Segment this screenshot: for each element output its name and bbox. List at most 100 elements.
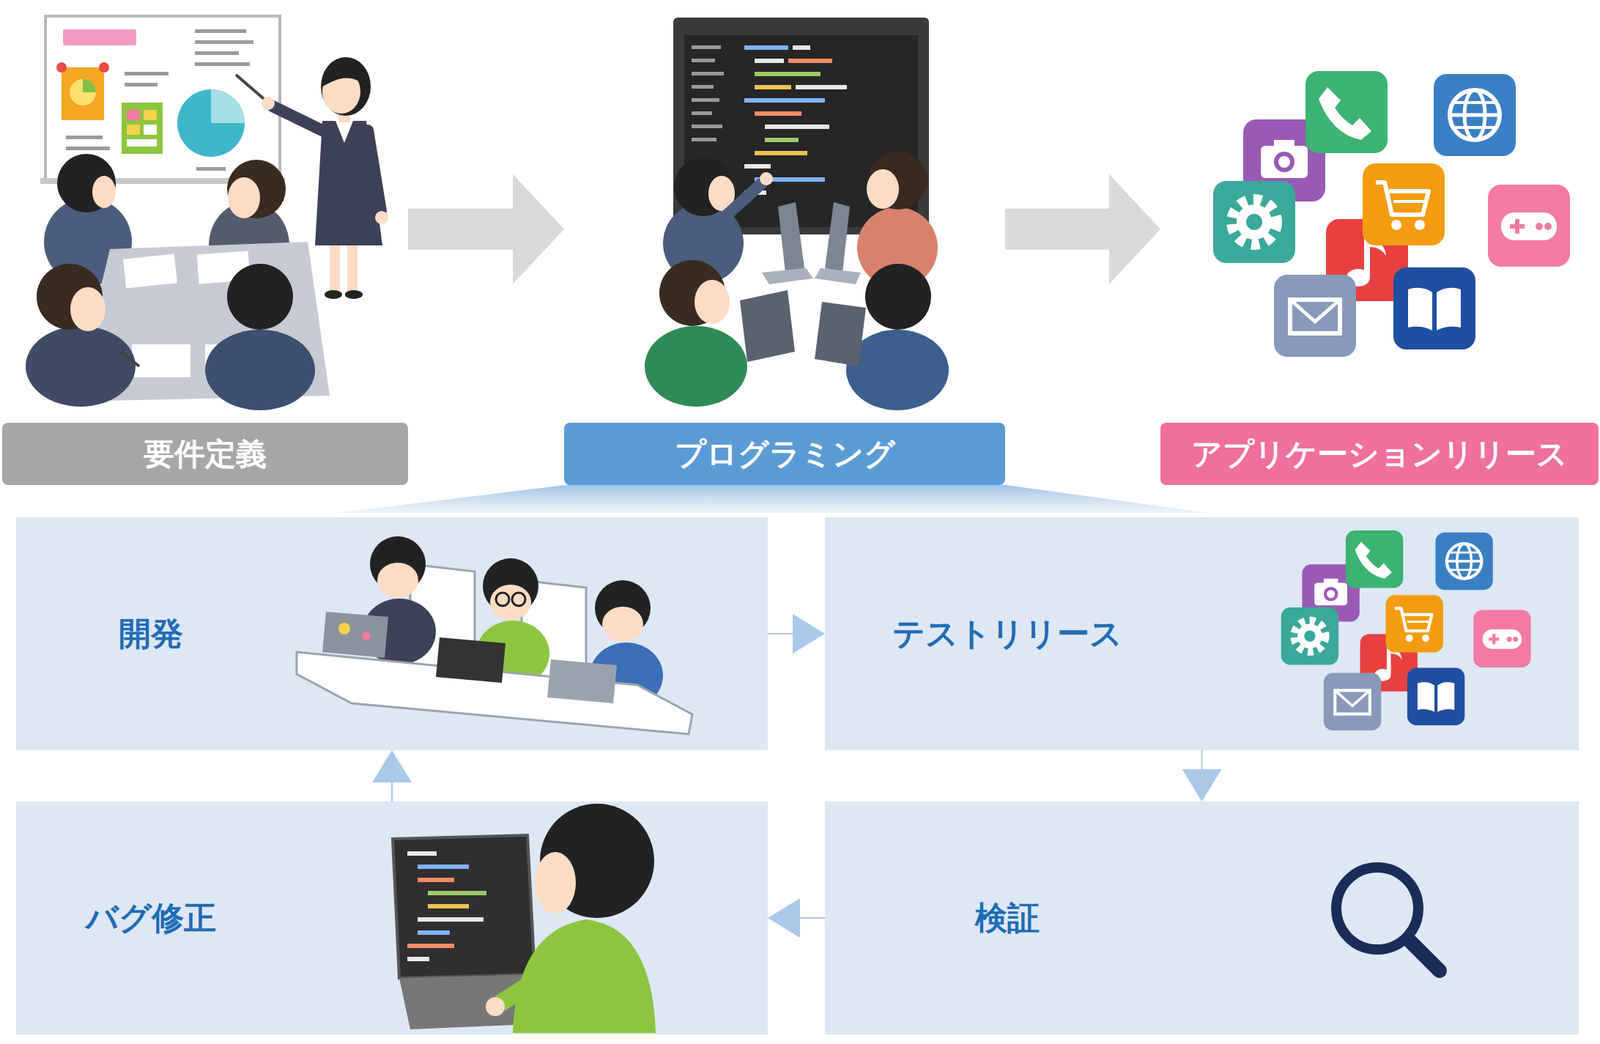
team-illustration-part: [754, 177, 825, 182]
team-illustration-part: [824, 202, 850, 273]
meeting-illustration-part: [131, 344, 191, 378]
team-illustration-part: [673, 157, 733, 217]
meeting-illustration-part: [272, 106, 329, 134]
team-illustration-part: [754, 150, 808, 156]
meeting-illustration-part: [322, 58, 367, 88]
meeting-illustration-part: [197, 251, 251, 285]
team-illustration-part-part: [691, 84, 714, 89]
stage-box: アプリケーションリリース: [1160, 14, 1599, 485]
team-illustration-part-part: [691, 45, 721, 50]
meeting-illustration-part: [210, 89, 245, 124]
team-illustration-part: [764, 137, 799, 143]
meeting-illustration-part: [143, 109, 157, 121]
text-slot: バグ修正: [85, 896, 217, 940]
meeting-illustration-part: [56, 62, 67, 73]
team-illustration-part: [673, 17, 929, 235]
meeting-illustration-part-part: [196, 167, 226, 171]
flow-arrow: [800, 917, 825, 919]
process-box: 検証: [824, 801, 1579, 1035]
meeting-illustration-part: [73, 241, 330, 402]
team-illustration-part: [866, 169, 899, 209]
team-illustration-part: [744, 98, 825, 103]
meeting-illustration-part: [338, 106, 351, 123]
meeting-illustration-part-part: [124, 82, 158, 87]
team-illustration-part: [694, 279, 730, 324]
team-illustration-part: [754, 58, 784, 64]
meeting-illustration-part: [126, 139, 157, 147]
label-pill: プログラミング: [564, 422, 1006, 485]
team-illustration-part: [857, 207, 938, 288]
team-illustration-part: [663, 202, 744, 284]
meeting-illustration-part: [45, 16, 280, 181]
meeting-illustration-part: [322, 69, 361, 114]
meeting-illustration-part-part: [65, 135, 103, 140]
meeting-illustration-part: [70, 287, 106, 332]
team-illustration-part: [754, 84, 792, 90]
flow-arrow: [767, 632, 793, 635]
label-pill: 要件定義: [2, 422, 409, 485]
text-slot: 開発: [118, 612, 184, 656]
team-illustration-part-part: [691, 124, 723, 129]
team-illustration-part: [759, 172, 773, 186]
label-pill: アプリケーションリリース: [1160, 422, 1599, 485]
meeting-illustration-part: [320, 57, 371, 116]
meeting-illustration-part: [126, 124, 140, 135]
meeting-illustration-part: [92, 175, 116, 209]
step-label: 検証: [975, 896, 1040, 940]
meeting-illustration-part: [121, 102, 163, 154]
meeting-illustration-part: [65, 29, 254, 171]
team-illustration-part: [795, 84, 847, 90]
process-box: バグ修正: [16, 801, 768, 1035]
step-label: バグ修正: [85, 896, 217, 940]
team-illustration-part-part: [691, 98, 720, 102]
team-illustration-part: [754, 111, 802, 116]
step-label: テストリリース: [892, 612, 1123, 656]
meeting-illustration-part: [261, 96, 275, 110]
team-illustration-part: [846, 329, 949, 411]
team-illustration-part: [868, 150, 928, 210]
process-box: テストリリース: [824, 517, 1579, 751]
team-illustration-part: [721, 183, 762, 220]
meeting-illustration-part: [345, 290, 363, 299]
team-illustration-part: [691, 45, 724, 142]
team-illustration-part: [744, 190, 767, 195]
team-illustration-part: [754, 71, 821, 77]
flow-arrow: [408, 208, 513, 250]
meeting-illustration-part-part: [194, 62, 250, 66]
meeting-illustration-part-part: [194, 29, 247, 33]
meeting-illustration-part: [375, 210, 389, 225]
team-illustration-part: [659, 260, 726, 327]
meeting-illustration-part-part: [194, 40, 254, 44]
meeting-illustration-part: [63, 29, 137, 46]
team-illustration-part: [778, 202, 805, 273]
stage-box: 要件定義: [2, 14, 409, 485]
team-illustration-part: [644, 326, 748, 407]
meeting-illustration-part: [205, 344, 264, 378]
expand-band: [336, 484, 1209, 513]
flow-arrow: [391, 782, 393, 802]
team-illustration-part: [744, 45, 789, 50]
flow-arrow: [1201, 750, 1203, 770]
meeting-illustration-part: [208, 201, 290, 290]
team-illustration-part: [792, 45, 811, 50]
meeting-illustration-part: [40, 178, 285, 184]
stage-label: アプリケーションリリース: [1191, 433, 1568, 475]
meeting-illustration-part-part: [194, 51, 239, 55]
team-illustration-part: [684, 35, 918, 228]
meeting-illustration-part: [227, 263, 294, 330]
meeting-illustration-part: [61, 67, 105, 121]
team-illustration-part: [761, 268, 814, 285]
text-slot: 検証: [975, 896, 1040, 940]
meeting-illustration-part: [235, 74, 269, 103]
meeting-illustration-part: [36, 263, 103, 330]
team-illustration-part-part: [691, 58, 716, 63]
meeting-illustration-part: [25, 326, 136, 407]
team-illustration: [644, 17, 949, 411]
team-illustration-part: [865, 263, 932, 330]
meeting-illustration-part: [367, 130, 381, 211]
process-box: 開発: [16, 517, 768, 751]
step-label: 開発: [118, 612, 184, 656]
meeting-illustration-part: [43, 197, 132, 286]
meeting-illustration-part: [347, 241, 358, 292]
